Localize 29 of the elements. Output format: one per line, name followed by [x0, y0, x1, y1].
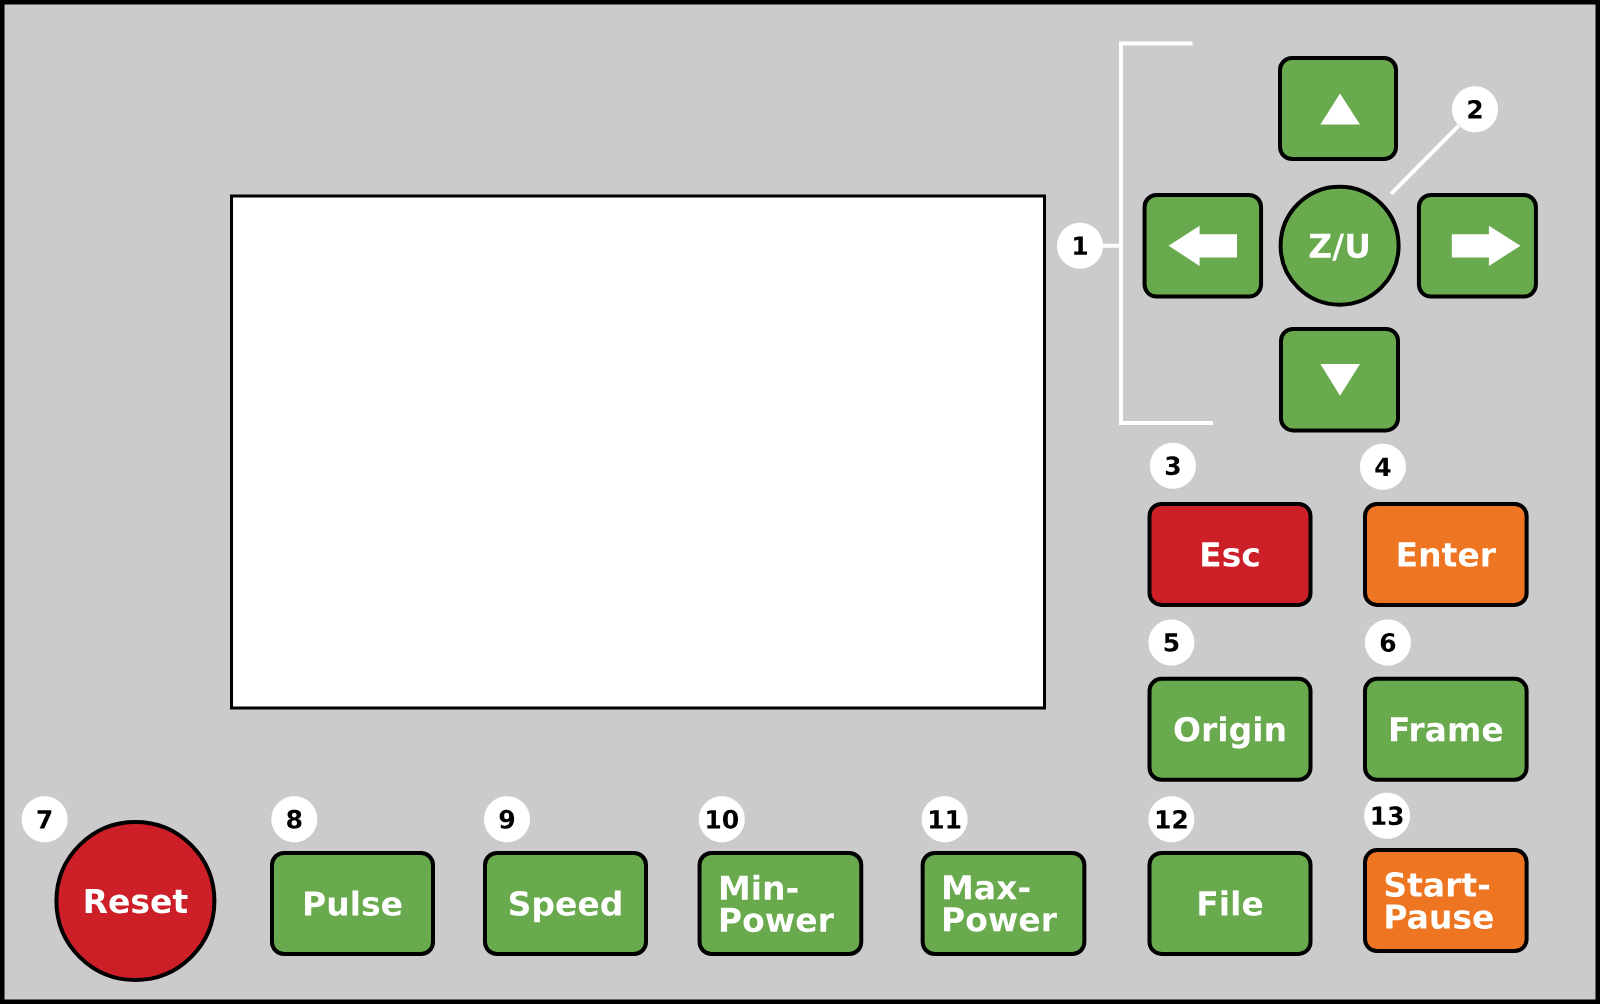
callout-number: 11: [921, 796, 968, 843]
callout-number: 9: [484, 796, 530, 843]
callout-number: 5: [1148, 619, 1195, 666]
round-button: Reset: [54, 820, 217, 982]
callout-number: 13: [1364, 792, 1411, 839]
callout-number: 10: [698, 796, 745, 843]
keypad-button: Min- Power: [697, 851, 864, 956]
keypad-button: Start- Pause: [1363, 848, 1529, 954]
arrow-button: [1278, 56, 1398, 161]
callout-number: 7: [21, 796, 68, 843]
leader-line: [1389, 124, 1460, 196]
callout-number: 2: [1452, 86, 1498, 133]
keypad-button: Esc: [1147, 501, 1313, 607]
callout-number: 8: [271, 796, 318, 843]
keypad-button: Pulse: [270, 851, 435, 956]
keypad-button: Speed: [483, 851, 648, 956]
display-screen: [230, 194, 1046, 710]
callout-number: 12: [1148, 796, 1195, 843]
keypad-button: File: [1147, 850, 1313, 956]
round-button: Z/U: [1278, 184, 1401, 307]
callout-number: 6: [1364, 619, 1411, 666]
callout-number: 1: [1057, 222, 1103, 269]
keypad-button: Origin: [1147, 676, 1313, 782]
arrow-button: [1279, 326, 1400, 433]
callout-number: 3: [1149, 442, 1196, 489]
keypad-button: Frame: [1363, 676, 1529, 782]
callout-number: 4: [1359, 443, 1406, 490]
keypad-button: Enter: [1363, 501, 1529, 607]
keypad-button: Max- Power: [920, 851, 1087, 956]
